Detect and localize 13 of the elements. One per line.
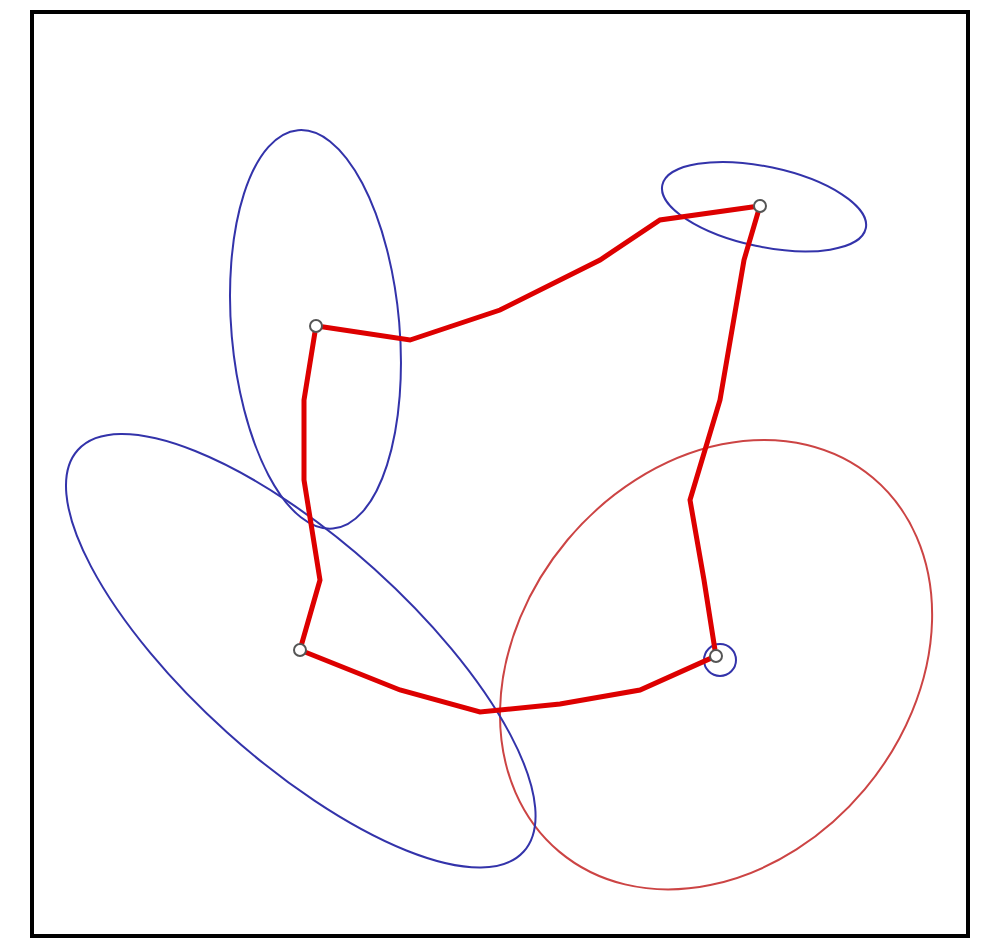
curve-path — [321, 204, 755, 343]
ellipse-outline — [228, 128, 404, 532]
ellipse-outline — [497, 437, 935, 891]
ellipse-outline — [63, 431, 537, 869]
point-marker — [291, 641, 308, 658]
point-marker — [307, 317, 324, 334]
curve-path — [299, 331, 323, 645]
point-marker — [751, 197, 768, 214]
circle-marker — [701, 641, 738, 678]
ellipse-outline — [659, 159, 869, 253]
curve-path — [304, 649, 712, 715]
point-marker — [707, 647, 724, 664]
curve-path — [687, 211, 761, 651]
